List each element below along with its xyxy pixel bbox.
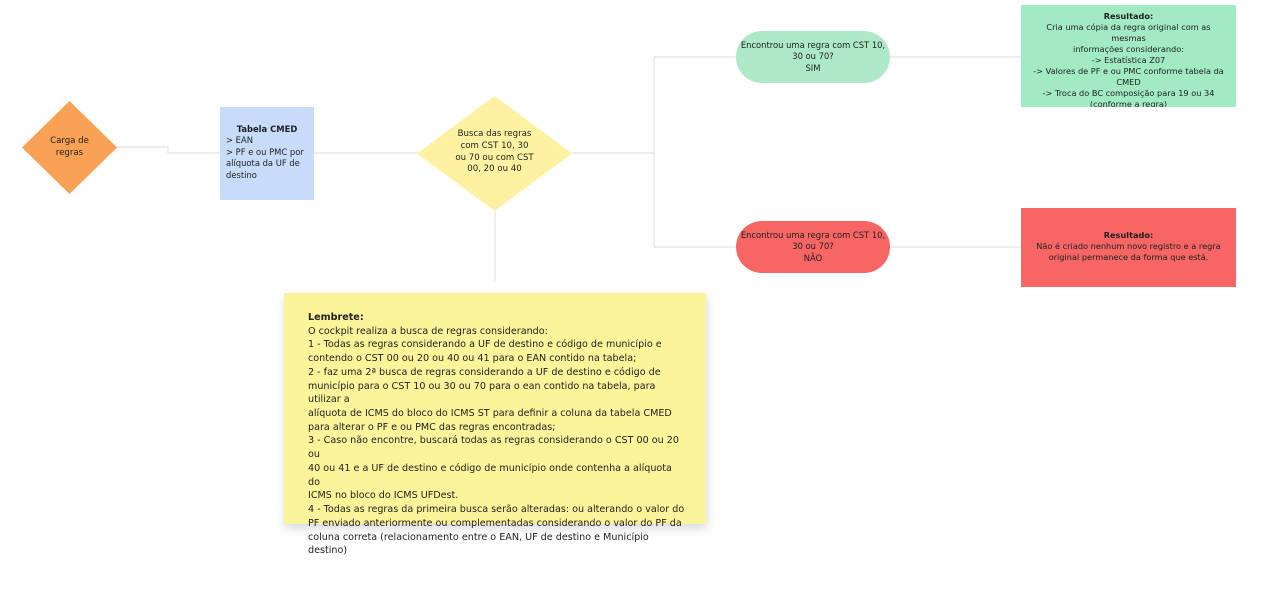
- lembrete-line: PF enviado anteriormente ou complementad…: [308, 517, 682, 529]
- carga-de-regras-node[interactable]: Carga de regras: [22, 101, 117, 194]
- connector-carga-to-tabela: [116, 146, 220, 154]
- resultado-nao-line: Não é criado nenhum novo registro e a re…: [1036, 240, 1221, 262]
- carga-diamond-shape: [22, 101, 117, 194]
- busca-label: Busca das regras com CST 10, 30 ou 70 ou…: [455, 128, 534, 175]
- busca-regras-node[interactable]: Busca das regras com CST 10, 30 ou 70 ou…: [417, 96, 572, 211]
- resultado-nao-node[interactable]: Resultado: Não é criado nenhum novo regi…: [1021, 208, 1236, 287]
- lembrete-line: coluna correta (relacionamento entre o E…: [308, 531, 649, 557]
- resultado-nao-title: Resultado:: [1103, 230, 1154, 240]
- lembrete-line: ICMS no bloco do ICMS UFDest.: [308, 490, 459, 502]
- decision-nao-label: Encontrou uma regra com CST 10, 30 ou 70…: [740, 229, 886, 263]
- lembrete-line: O cockpit realiza a busca de regras cons…: [308, 325, 548, 337]
- lembrete-line: 3 - Caso não encontre, buscará todas as …: [308, 435, 679, 461]
- resultado-sim-line: -> Estatística Z07: [1091, 54, 1166, 65]
- lembrete-line: alíquota de ICMS do bloco do ICMS ST par…: [308, 408, 672, 420]
- resultado-sim-line: -> Troca do BC composição para 19 ou 34 …: [1042, 87, 1215, 107]
- resultado-sim-title: Resultado:: [1103, 11, 1154, 21]
- lembrete-line: para alterar o PF e ou PMC das regras en…: [308, 421, 556, 433]
- lembrete-line: 40 ou 41 e a UF de destino e código de m…: [308, 462, 672, 488]
- lembrete-line: 2 - faz uma 2ª busca de regras considera…: [308, 366, 661, 378]
- decision-nao-node[interactable]: Encontrou uma regra com CST 10, 30 ou 70…: [736, 221, 890, 273]
- tabela-cmed-title: Tabela CMED: [236, 124, 298, 134]
- lembrete-title: Lembrete:: [308, 312, 364, 323]
- lembrete-line: 1 - Todas as regras considerando a UF de…: [308, 339, 662, 351]
- resultado-sim-line: Cria uma cópia da regra original com as …: [1046, 21, 1211, 54]
- tabela-cmed-node[interactable]: Tabela CMED > EAN > PF e ou PMC por alíq…: [220, 107, 314, 200]
- lembrete-line: município para o CST 10 ou 30 ou 70 para…: [308, 380, 656, 406]
- tabela-cmed-line: > EAN: [226, 135, 253, 146]
- busca-diamond-shape: [417, 96, 572, 211]
- tabela-cmed-line: > PF e ou PMC por alíquota da UF de dest…: [226, 146, 304, 180]
- lembrete-line: contendo o CST 00 ou 20 ou 40 ou 41 para…: [308, 353, 637, 365]
- resultado-sim-node[interactable]: Resultado: Cria uma cópia da regra origi…: [1021, 5, 1236, 107]
- resultado-sim-line: -> Valores de PF e ou PMC conforme tabel…: [1033, 65, 1224, 87]
- lembrete-line: 4 - Todas as regras da primeira busca se…: [308, 504, 685, 516]
- lembrete-sticky-note[interactable]: Lembrete: O cockpit realiza a busca de r…: [284, 293, 706, 556]
- decision-sim-node[interactable]: Encontrou uma regra com CST 10, 30 ou 70…: [736, 31, 890, 83]
- carga-label: Carga de regras: [50, 135, 89, 158]
- decision-sim-label: Encontrou uma regra com CST 10, 30 ou 70…: [740, 39, 886, 73]
